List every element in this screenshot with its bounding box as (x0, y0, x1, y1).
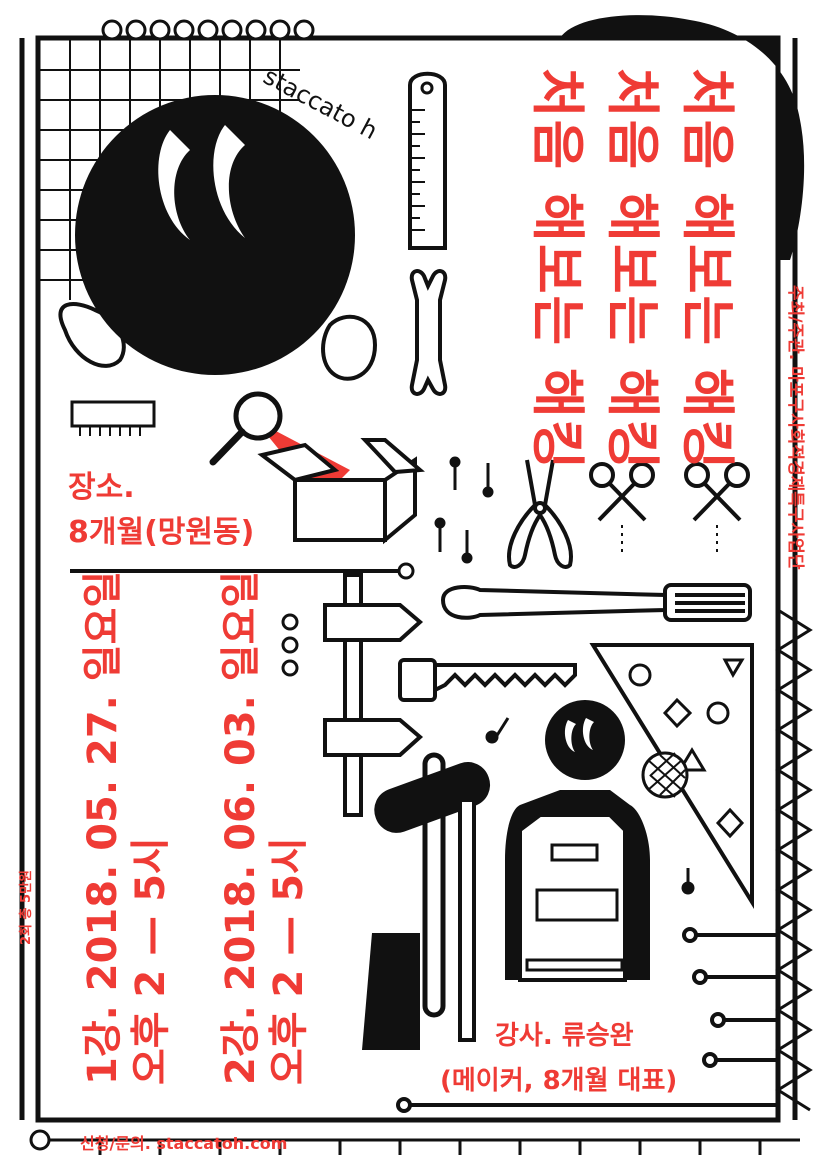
bottom-circle (29, 1129, 51, 1151)
clamp-illustration (323, 573, 424, 817)
dots (281, 613, 299, 677)
instructor-role: (메이커, 8개월 대표) (440, 1066, 678, 1096)
wrench-icon (409, 269, 448, 396)
title-line-2: 처음 해보는 해킹 (601, 68, 664, 472)
session-2-time: 오후 2 — 5시 (266, 837, 312, 1085)
bottom-ticks (38, 1138, 800, 1155)
zigzag-border (775, 608, 813, 1112)
fee-text: 2회 총 5만원 (19, 870, 34, 945)
handle-illustration (362, 752, 491, 1050)
title-line-3: 처음 해보는 해킹 (526, 68, 589, 472)
ruler-icon (408, 71, 447, 250)
nails (434, 456, 494, 564)
session-1-time: 오후 2 — 5시 (128, 837, 174, 1085)
scissors-icons (589, 462, 750, 555)
title-line-1: 처음 해보는 해킹 (676, 68, 739, 472)
instructor-name: 강사. 류승완 (495, 1021, 634, 1051)
chip-icon (70, 400, 156, 436)
pliers-icon (507, 459, 573, 569)
note-icons (485, 717, 695, 895)
divider-line (70, 562, 415, 580)
black-blob (560, 15, 805, 261)
mesh-ball (641, 751, 689, 799)
contact-link[interactable]: 신청/문의. staccatoh.com (80, 1134, 288, 1153)
saw-icon (398, 658, 577, 702)
circuit-traces (396, 927, 778, 1113)
place-value: 8개월(망원동) (68, 515, 255, 550)
mascot-big (58, 95, 378, 381)
organizer-text: 주최/주관. 마포구사회적경제특구사업단 (785, 285, 805, 570)
spatula-icon (440, 583, 752, 622)
magnifier-box-illustration (209, 391, 425, 545)
place-label: 장소. (68, 470, 135, 505)
top-circles (101, 19, 315, 41)
mascot-small (505, 700, 650, 982)
